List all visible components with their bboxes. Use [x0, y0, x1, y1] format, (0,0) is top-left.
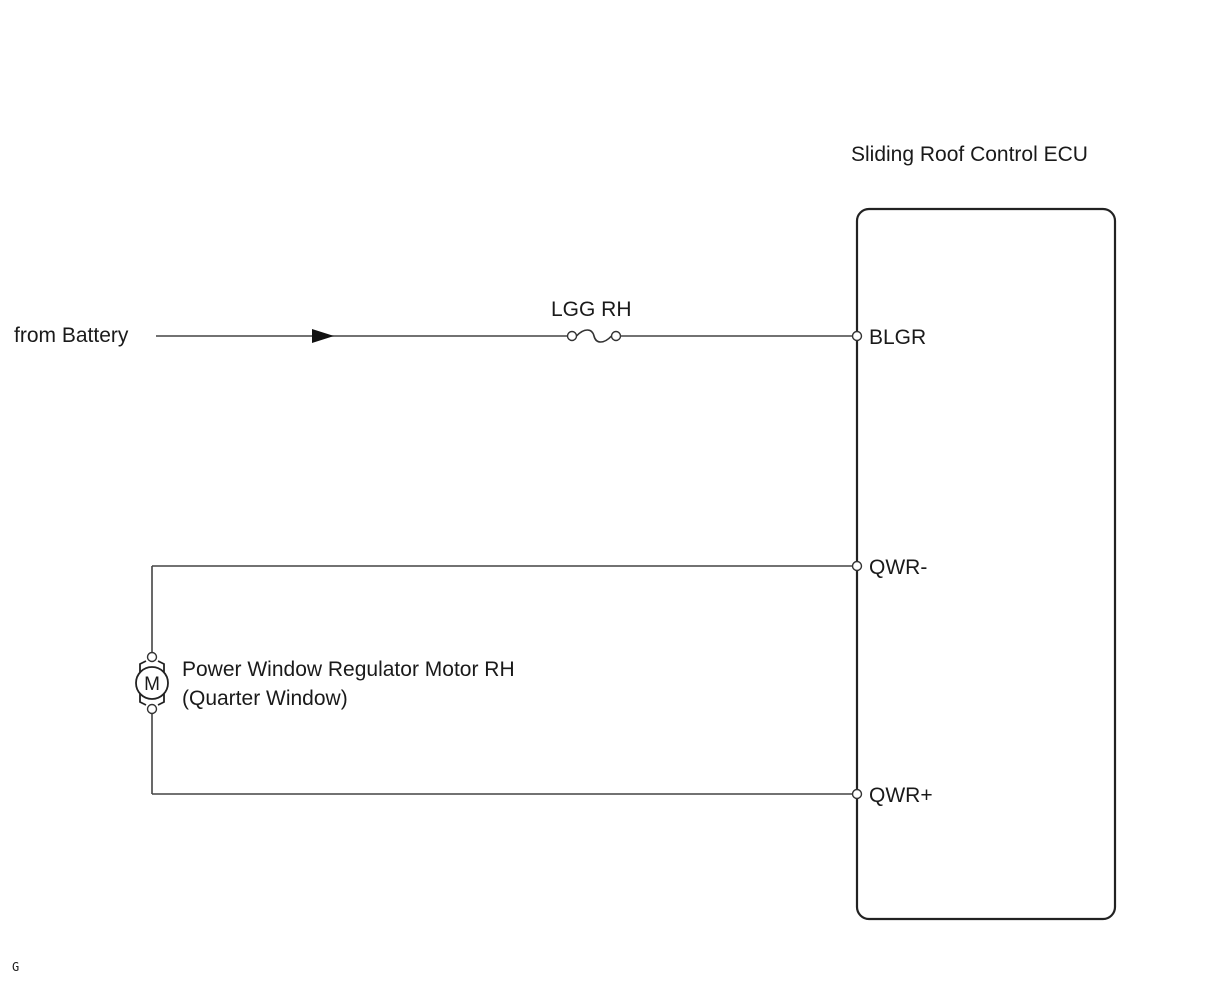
pin-blgr-terminal [851, 330, 863, 342]
flow-arrow-icon [312, 329, 334, 343]
pin-qwr-plus-label: QWR+ [869, 784, 933, 807]
battery-label: from Battery [14, 324, 129, 347]
pin-qwr-minus-terminal [851, 560, 863, 572]
motor-icon [135, 651, 169, 715]
fuse-icon [566, 329, 622, 343]
pin-qwr-minus-label: QWR- [869, 556, 927, 579]
motor-label-line1: Power Window Regulator Motor RH [182, 658, 515, 681]
motor-label-line2: (Quarter Window) [182, 687, 348, 710]
motor-symbol-letter: M [144, 674, 160, 695]
ecu-title: Sliding Roof Control ECU [851, 143, 1088, 166]
fuse-label: LGG RH [551, 298, 632, 321]
footer-code: G [12, 960, 19, 974]
pin-qwr-plus-terminal [851, 788, 863, 800]
pin-blgr-label: BLGR [869, 326, 926, 349]
